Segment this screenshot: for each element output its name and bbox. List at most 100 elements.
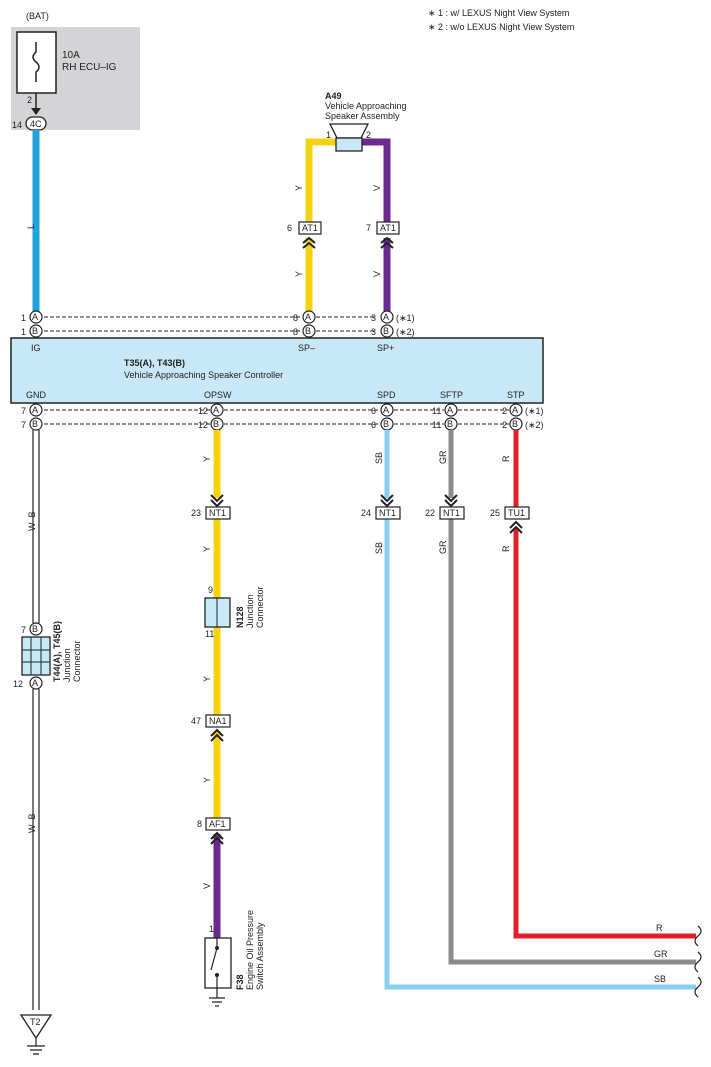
- pin-spm-b: 8: [293, 327, 298, 337]
- controller-name: Vehicle Approaching Speaker Controller: [124, 370, 283, 380]
- pin-spm-a: 8: [293, 313, 298, 323]
- wire-label-y2: Y: [294, 271, 304, 277]
- controller-box: [10, 337, 544, 404]
- power-pin: 14: [12, 120, 22, 130]
- t44-term-top: [29, 622, 43, 636]
- t44-pin-top: 7: [21, 625, 26, 635]
- pin-sftp-b: 11: [432, 420, 441, 430]
- fuse-icon: [32, 42, 40, 82]
- term-stp-b-conn: B: [512, 419, 518, 429]
- speaker-id: A49: [325, 91, 342, 101]
- chevron-up-icon: [210, 831, 224, 845]
- pin-gnd-a: 7: [21, 406, 26, 416]
- pin-gnd-b: 7: [21, 420, 26, 430]
- term-spm: SP–: [298, 343, 315, 353]
- speaker-pin1: 1: [326, 130, 331, 140]
- wire-sb: [384, 430, 696, 990]
- t44-pin-bottom: 12: [13, 679, 23, 689]
- term-ig-a: [29, 310, 43, 324]
- nt1-spd-name: NT1: [379, 508, 396, 518]
- na1-name: NA1: [209, 716, 227, 726]
- dashed-lines-top: [44, 316, 376, 332]
- pin-spp-b: 3: [371, 327, 376, 337]
- term-opsw-b-conn: B: [213, 419, 219, 429]
- connector-tu1-stp: [504, 506, 530, 520]
- term-gnd-b: [29, 417, 43, 431]
- wire-label-y1: Y: [294, 185, 304, 191]
- speaker-icon: [328, 123, 370, 139]
- note-2: ∗ 2 : w/o LEXUS Night View System: [428, 22, 574, 32]
- term-spd-a: [380, 403, 394, 417]
- term-spm-b: [302, 324, 316, 338]
- term-sftp-a-conn: A: [447, 405, 453, 415]
- t44-name-1: Junction: [62, 648, 72, 682]
- wire-label-r2: R: [501, 545, 511, 552]
- term-stp-b-note: (∗2): [525, 420, 544, 430]
- term-spp-a: [380, 310, 394, 324]
- term-spp-a-conn: A: [383, 312, 389, 322]
- term-spd: SPD: [377, 390, 396, 400]
- term-stp-a-conn: A: [512, 405, 518, 415]
- term-stp-a: [509, 403, 523, 417]
- chevron-up-icon: [302, 236, 316, 249]
- na1-pin: 47: [191, 716, 201, 726]
- ground-icon: [27, 1038, 45, 1055]
- t44-id: T44(A), T45(B): [52, 621, 62, 682]
- pin-ig-a: 1: [21, 313, 26, 323]
- connector-4c-label: 4C: [30, 119, 42, 129]
- n128-pin-top: 9: [208, 585, 213, 595]
- connector-nt1-spd: [375, 506, 401, 520]
- connector-nt1-opsw: [205, 506, 231, 520]
- wire-break-icon: [694, 925, 702, 947]
- chevron-up-icon: [210, 728, 224, 742]
- n128-name-2: Connector: [255, 586, 265, 628]
- term-sftp-b-conn: B: [447, 419, 453, 429]
- wire-label-gr2: GR: [438, 540, 448, 554]
- wire-label-sb3: SB: [654, 974, 666, 984]
- speaker-name-1: Vehicle Approaching: [325, 101, 407, 111]
- wire-break-icon: [694, 951, 702, 973]
- note-1: ∗ 1 : w/ LEXUS Night View System: [428, 8, 569, 18]
- t44-term-bottom: [29, 676, 43, 690]
- term-spm-a: [302, 310, 316, 324]
- fuse-pin-top: 2: [27, 95, 32, 105]
- pin-spd-b: 6: [371, 420, 376, 430]
- ground-icon: [209, 988, 225, 1007]
- wire-label-v1: V: [372, 185, 382, 191]
- wire-label-sb2: SB: [374, 542, 384, 554]
- switch-contact-icon: [215, 946, 219, 950]
- wire-label-y4: Y: [202, 546, 212, 552]
- term-spd-b-conn: B: [383, 419, 389, 429]
- t44-name-2: Connector: [72, 640, 82, 682]
- nt1-opsw-pin: 23: [191, 508, 201, 518]
- pin-sftp-a: 11: [432, 406, 441, 416]
- connector-at1-right: [376, 221, 400, 235]
- term-spp-b-conn: B: [383, 326, 389, 336]
- oil-switch-box: [204, 937, 232, 989]
- bat-label: (BAT): [26, 11, 49, 21]
- term-spp-a-note: (∗1): [396, 313, 415, 323]
- n128-pin-bottom: 11: [205, 629, 214, 639]
- chevron-down-icon: [444, 494, 458, 508]
- tu1-stp-pin: 25: [490, 508, 500, 518]
- dashed-lines-bottom: [44, 409, 509, 425]
- pin-stp-a: 2: [502, 406, 507, 416]
- term-gnd-a: [29, 403, 43, 417]
- wire-break-icon: [694, 976, 702, 998]
- speaker-name-2: Speaker Assembly: [325, 111, 400, 121]
- pin-spp-a: 3: [371, 313, 376, 323]
- connector-na1: [205, 714, 231, 728]
- term-spm-a-conn: A: [305, 312, 311, 322]
- term-ig: IG: [31, 343, 41, 353]
- oil-switch-name-2: Switch Assembly: [255, 922, 265, 990]
- chevron-up-icon: [509, 520, 523, 534]
- term-sftp-a: [444, 403, 458, 417]
- n128-id: N128: [235, 606, 245, 628]
- term-gnd-b-conn: B: [32, 419, 38, 429]
- nt1-sftp-name: NT1: [443, 508, 460, 518]
- pin-opsw-b: 12: [198, 420, 208, 430]
- arrow-down-icon: [31, 108, 41, 115]
- term-opsw: OPSW: [204, 390, 232, 400]
